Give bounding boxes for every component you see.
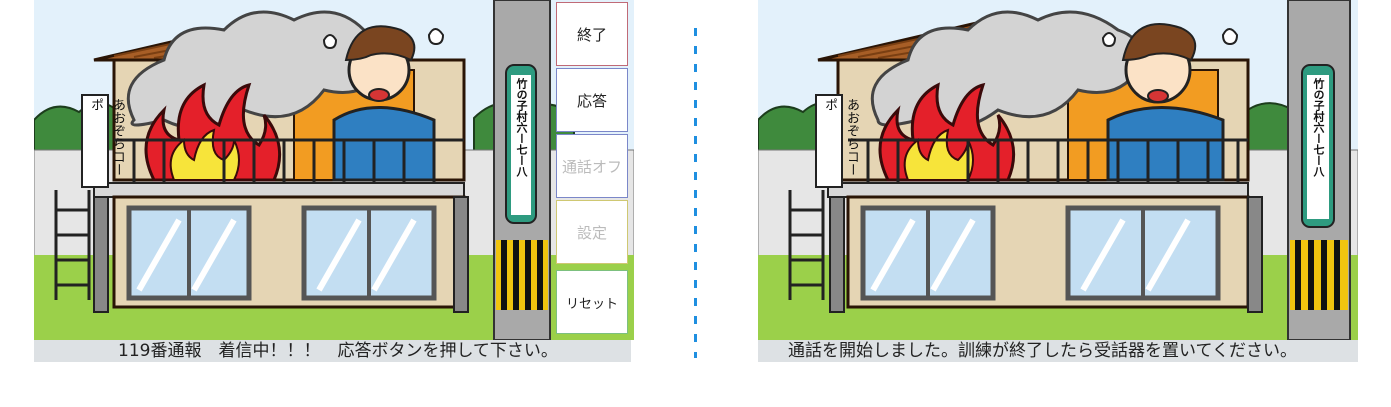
reset-button[interactable]: リセット — [556, 270, 628, 334]
panel-divider — [694, 28, 697, 358]
fire-scene-illustration — [758, 0, 1358, 340]
left-panel: あおぞらコーポ 竹の子村六ー七ー八 119番通報 着信中！！！ 応答ボタンを押し… — [34, 0, 634, 362]
address-sign: 竹の子村六ー七ー八 — [1312, 78, 1325, 177]
status-text: 119番通報 着信中！！！ 応答ボタンを押して下さい。 — [118, 341, 558, 361]
call-off-button[interactable]: 通話オフ — [556, 134, 628, 198]
settings-button[interactable]: 設定 — [556, 200, 628, 264]
control-button-column: 終了 応答 通話オフ 設定 リセット — [556, 0, 630, 338]
status-bar: 119番通報 着信中！！！ 応答ボタンを押して下さい。 — [34, 340, 631, 362]
apartment-sign: あおぞらコーポ — [88, 98, 125, 176]
answer-button[interactable]: 応答 — [556, 68, 628, 132]
address-sign: 竹の子村六ー七ー八 — [515, 78, 528, 177]
status-text: 通話を開始しました。訓練が終了したら受話器を置いてください。 — [788, 341, 1297, 361]
status-bar: 通話を開始しました。訓練が終了したら受話器を置いてください。 — [758, 340, 1358, 362]
right-panel: あおぞらコーポ 竹の子村六ー七ー八 通話を開始しました。訓練が終了したら受話器を… — [758, 0, 1358, 362]
end-button[interactable]: 終了 — [556, 2, 628, 66]
apartment-sign: あおぞらコーポ — [822, 98, 859, 176]
fire-scene-illustration — [34, 0, 634, 340]
